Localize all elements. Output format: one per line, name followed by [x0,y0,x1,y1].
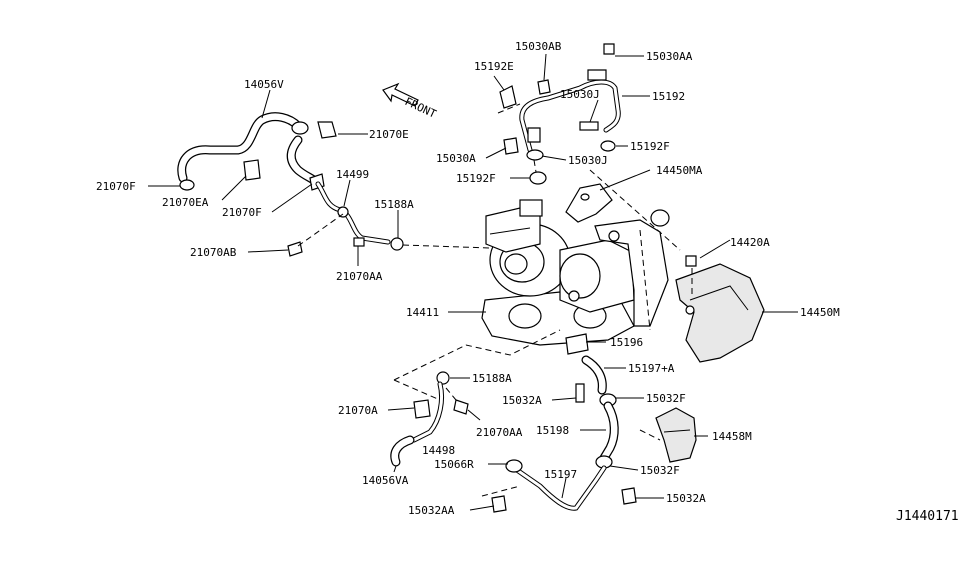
label-14450m: 14450M [800,306,840,319]
label-21070f-a: 21070F [96,180,136,193]
eye-bolt-15188a [390,237,404,251]
label-15030a: 15030A [436,152,476,165]
label-15066r: 15066R [434,458,474,471]
label-15192f-b: 15192F [456,172,496,185]
washer-21070aa-b [453,399,469,415]
bolt-15032a-a [575,383,585,403]
label-15032a-b: 15032A [666,492,706,505]
label-15030j-a: 15030J [560,88,600,101]
label-21070ab: 21070AB [190,246,237,259]
label-15192f-a: 15192F [630,140,670,153]
label-15188a-a: 15188A [374,198,414,211]
label-21070e: 21070E [369,128,409,141]
exhaust-manifold [594,219,669,327]
oil-feed-tube-group [497,43,621,185]
hose-end-fitting [291,121,309,135]
flange-port-1 [508,303,542,329]
clamp-21070a [413,399,431,419]
bolt-15030a [503,137,519,155]
label-15197a: 15197+A [628,362,675,375]
bolt-15030aa [603,43,615,55]
label-14450ma: 14450MA [656,164,703,177]
turbocharger-14411 [481,169,681,346]
label-14499: 14499 [336,168,369,181]
label-15192e: 15192E [474,60,514,73]
eye-bolt-15030j-a [579,121,599,131]
bolt-15032aa [491,495,507,513]
label-14056v: 14056V [244,78,284,91]
water-hose-lower-group [390,371,469,467]
eye-bolt-15188a-b [436,371,450,385]
clamp-21070f-a [179,179,195,191]
leader-lines [148,53,798,511]
washer-21070aa [353,237,365,247]
bolt-14420a [685,255,697,267]
eye-bolt-15030j-b [527,127,541,143]
label-15196: 15196 [610,336,643,349]
water-hose-upper-group [177,112,491,257]
heat-insulator-14450m [675,255,765,363]
label-21070aa-a: 21070AA [336,270,383,283]
part-labels: 14056V 21070E 21070F 21070EA 21070F 1449… [96,40,840,517]
label-21070f-b: 21070F [222,206,262,219]
gasket-15192f-a [600,140,616,152]
label-15032aa: 15032AA [408,504,455,517]
label-21070a: 21070A [338,404,378,417]
label-15030ab: 15030AB [515,40,562,53]
bolt-15032a-b [621,487,637,505]
label-15030aa: 15030AA [646,50,693,63]
label-15188a-b: 15188A [472,372,512,385]
gasket-15066r [505,459,523,473]
clamp-21070ea [243,159,261,181]
oil-return-group [481,333,637,513]
bracket-15192e [499,85,517,109]
manifold-stud [650,209,670,227]
heat-insulator-14458m [639,407,697,463]
compressor-wheel [504,253,528,275]
water-pipe-14499 [315,181,391,245]
label-15198: 15198 [536,424,569,437]
label-15032a-a: 15032A [502,394,542,407]
pipe-bracket [337,206,349,218]
eye-fitting [526,149,544,161]
clamp-21070e [317,121,337,139]
label-15032f-b: 15032F [640,464,680,477]
gasket-15192f-b [529,171,547,185]
tube-clip [587,69,607,81]
front-label: FRONT [403,95,439,121]
label-14420a: 14420A [730,236,770,249]
gasket-15196 [565,333,589,355]
label-21070aa-b: 21070AA [476,426,523,439]
turbine-housing-inner [559,253,601,299]
diagram-id: J1440171 [896,509,959,524]
actuator-port [519,199,543,217]
bolt-15030ab [537,79,551,95]
label-14056va: 14056VA [362,474,409,487]
label-15030j-b: 15030J [568,154,608,167]
label-21070ea: 21070EA [162,196,209,209]
label-14411: 14411 [406,306,439,319]
boundary-line [393,329,561,381]
front-arrow-icon [382,82,419,107]
front-direction-indicator: FRONT [382,82,439,121]
heat-insulator-14450ma [565,183,613,223]
label-14458m: 14458M [712,430,752,443]
label-15197: 15197 [544,468,577,481]
label-15192: 15192 [652,90,685,103]
label-15032f-a: 15032F [646,392,686,405]
label-14498: 14498 [422,444,455,457]
